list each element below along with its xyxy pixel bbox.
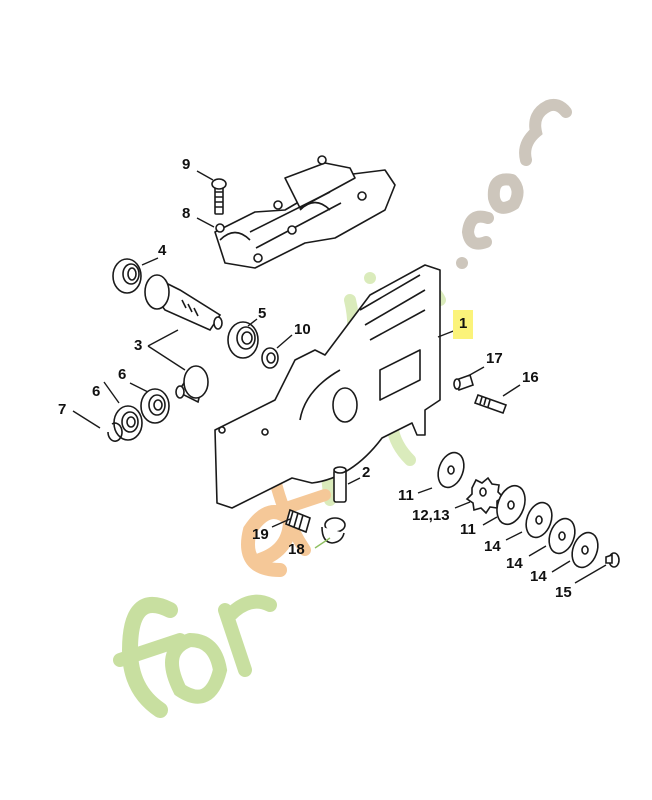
- part-9-screw: [211, 178, 227, 215]
- part-15-screw: [605, 552, 620, 568]
- callout-1-highlighted: 1: [453, 310, 474, 339]
- callout-11-first: 11: [398, 487, 414, 504]
- part-2-pin: [333, 466, 347, 503]
- callout-19: 19: [252, 526, 269, 543]
- part-14-washer-c: [571, 531, 599, 569]
- part-17-nut: [453, 373, 474, 392]
- callout-5: 5: [258, 305, 267, 322]
- callout-14-third: 14: [530, 568, 547, 585]
- callout-10: 10: [294, 321, 311, 338]
- leader-lines: [72, 170, 607, 584]
- watermark-com: [456, 98, 572, 269]
- callout-17: 17: [486, 350, 503, 367]
- callout-9: 9: [182, 156, 191, 173]
- part-6-bearing-a: [140, 388, 170, 424]
- part-3-gear-shaft-upper: [144, 274, 223, 332]
- callout-4: 4: [158, 242, 167, 259]
- part-14-washer-b: [548, 517, 576, 555]
- part-4-bearing: [112, 258, 142, 294]
- callout-6-lower: 6: [92, 383, 101, 400]
- part-10-seal: [261, 347, 279, 369]
- callout-6-upper: 6: [118, 366, 127, 383]
- part-16-stud: [473, 393, 508, 415]
- part-1-gear-housing: [214, 264, 441, 509]
- part-18-adjuster: [321, 517, 346, 544]
- part-14-washer-a: [525, 501, 553, 539]
- part-11-washer-a: [437, 451, 465, 489]
- callout-8: 8: [182, 205, 191, 222]
- callout-14-first: 14: [484, 538, 501, 555]
- callout-14-second: 14: [506, 555, 523, 572]
- part-11-washer-b: [496, 484, 526, 526]
- part-3-gear-shaft-lower: [175, 365, 209, 404]
- callout-12-13: 12,13: [412, 507, 450, 524]
- callout-16: 16: [522, 369, 539, 386]
- part-5-bearing: [227, 321, 259, 359]
- part-19-spring: [285, 508, 311, 534]
- callout-3: 3: [134, 337, 143, 354]
- callout-15: 15: [555, 584, 572, 601]
- callout-18: 18: [288, 541, 305, 558]
- part-6-bearing-b: [113, 405, 143, 441]
- callout-2: 2: [362, 464, 371, 481]
- callout-7: 7: [58, 401, 67, 418]
- part-7-circlip: [107, 422, 123, 442]
- callout-11-second: 11: [460, 521, 476, 538]
- part-8-bearing-cap: [214, 155, 396, 269]
